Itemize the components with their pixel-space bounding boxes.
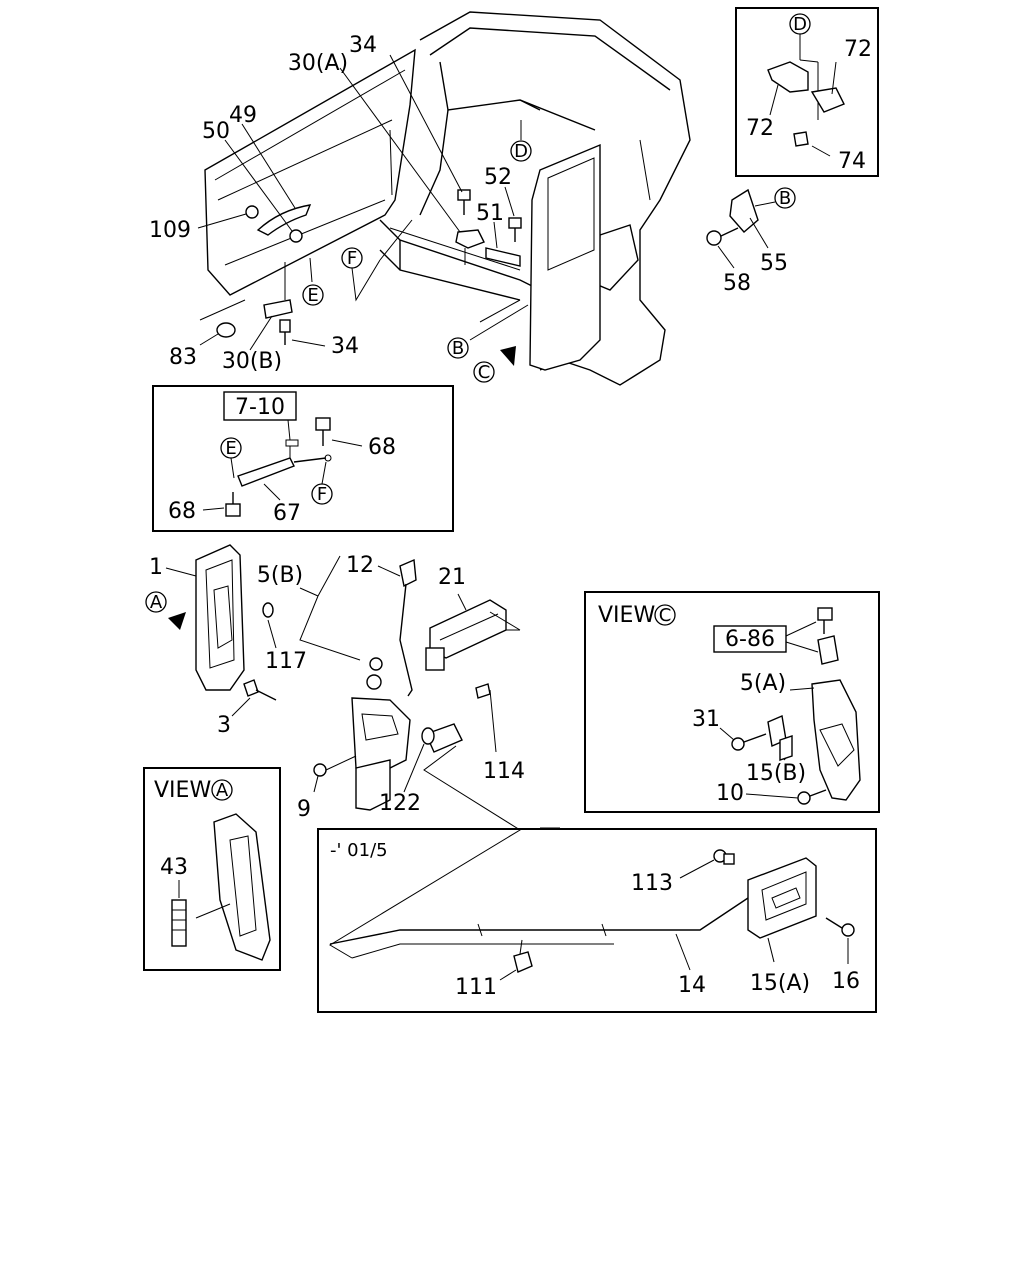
bumper-83: 83 — [169, 299, 246, 370]
bolt-34-bottom: 34 — [279, 319, 359, 359]
label-p9: 9 — [297, 797, 311, 822]
screw-50: 50 — [202, 119, 303, 243]
label-F: F — [347, 248, 357, 269]
label-A: A — [216, 780, 229, 801]
label-p15a: 15(A) — [750, 971, 810, 996]
label-p30a: 30(A) — [288, 51, 348, 76]
label-p21: 21 — [438, 565, 466, 590]
bolt-58: 58 — [706, 227, 751, 296]
label-p109: 109 — [149, 218, 191, 243]
washer-117: 117 — [262, 602, 307, 674]
striker-30a: 30(A) — [288, 51, 485, 265]
clip-109: 109 — [149, 205, 259, 243]
label-p43: 43 — [160, 855, 188, 880]
detail-7-10-content: 7-10 68 67 E F 68 — [168, 391, 396, 526]
screw-114: 114 — [475, 683, 525, 784]
label-C: C — [478, 362, 491, 383]
label-p83: 83 — [169, 345, 197, 370]
view-c-content: VIEW C 6-86 5(A) 31 15(B) 10 — [598, 603, 861, 806]
bolt-52: 52 — [484, 165, 522, 242]
label-A: A — [150, 592, 163, 613]
marker-e-door: E — [302, 257, 324, 306]
view-c-box — [584, 591, 880, 813]
detail-d-box — [735, 7, 879, 177]
label-p68-bottom: 68 — [168, 499, 196, 524]
bracket-lower — [351, 697, 411, 811]
label-p49: 49 — [229, 103, 257, 128]
label-p34-top: 34 — [349, 33, 377, 58]
label-B: B — [779, 188, 791, 209]
marker-d-body: D — [510, 120, 532, 162]
view-a-content: VIEW A 43 — [154, 778, 271, 961]
clip-122: 122 — [379, 723, 463, 816]
variant-box — [317, 828, 877, 1013]
view-a-box — [143, 767, 281, 971]
label-view-c-word: VIEW — [598, 603, 655, 628]
label-B: B — [452, 338, 464, 359]
label-p5a: 5(A) — [740, 671, 786, 696]
rod-12-and-5b: 5(B) 12 — [257, 553, 417, 697]
label-C: C — [659, 605, 672, 626]
label-p72-left: 72 — [746, 116, 774, 141]
label-p34-bottom: 34 — [331, 334, 359, 359]
vehicle-rear-body — [204, 11, 691, 386]
label-p122: 122 — [379, 791, 421, 816]
lock-body-1: 1 — [149, 544, 245, 691]
view-c-arrow: C — [473, 346, 516, 383]
label-p111: 111 — [455, 975, 497, 1000]
label-p113: 113 — [631, 871, 673, 896]
label-p31: 31 — [692, 707, 720, 732]
label-p52: 52 — [484, 165, 512, 190]
label-p117: 117 — [265, 649, 307, 674]
label-p3: 3 — [217, 713, 231, 738]
detail-d-content: D 72 72 74 — [746, 13, 872, 174]
plate-51: 51 — [476, 201, 521, 267]
screw-9: 9 — [297, 755, 357, 822]
label-p16: 16 — [832, 969, 860, 994]
pin-43 — [171, 899, 187, 947]
bolt-34-top: 34 — [349, 33, 471, 215]
detail-7-10-box — [152, 385, 454, 532]
label-p67: 67 — [273, 501, 301, 526]
label-p15b: 15(B) — [746, 761, 806, 786]
label-p1: 1 — [149, 555, 163, 580]
label-p30b: 30(B) — [222, 349, 282, 374]
label-p10: 10 — [716, 781, 744, 806]
label-E: E — [307, 285, 318, 306]
label-p14: 14 — [678, 973, 706, 998]
label-p6-86: 6-86 — [725, 627, 775, 652]
label-p58: 58 — [723, 271, 751, 296]
label-view-a-word: VIEW — [154, 778, 211, 803]
marker-b-body: B — [447, 299, 529, 359]
ref-7-10 — [223, 391, 297, 421]
label-p50: 50 — [202, 119, 230, 144]
label-p72-right: 72 — [844, 37, 872, 62]
ref-6-86 — [713, 625, 787, 653]
label-p55: 55 — [760, 251, 788, 276]
bolt-3: 3 — [217, 679, 277, 738]
label-serial-note: -' 01/5 — [330, 840, 388, 861]
label-p51: 51 — [476, 201, 504, 226]
label-F: F — [317, 484, 327, 505]
label-E: E — [225, 438, 236, 459]
label-p68-top: 68 — [368, 435, 396, 460]
view-a-arrow: A — [145, 591, 186, 630]
label-ref-7-10: 7-10 — [235, 395, 285, 420]
label-p12: 12 — [346, 553, 374, 578]
variant-content: -' 01/5 14 15(A) 113 16 111 — [329, 840, 860, 1000]
label-D: D — [514, 141, 528, 162]
latch-30b: 30(B) — [222, 262, 293, 374]
label-p114: 114 — [483, 759, 525, 784]
hinge-55: B 55 — [729, 187, 796, 276]
label-D: D — [793, 14, 807, 35]
actuator-21: 21 — [425, 565, 521, 671]
label-p74: 74 — [838, 149, 866, 174]
label-p5b: 5(B) — [257, 563, 303, 588]
marker-f-body: F — [341, 219, 413, 302]
